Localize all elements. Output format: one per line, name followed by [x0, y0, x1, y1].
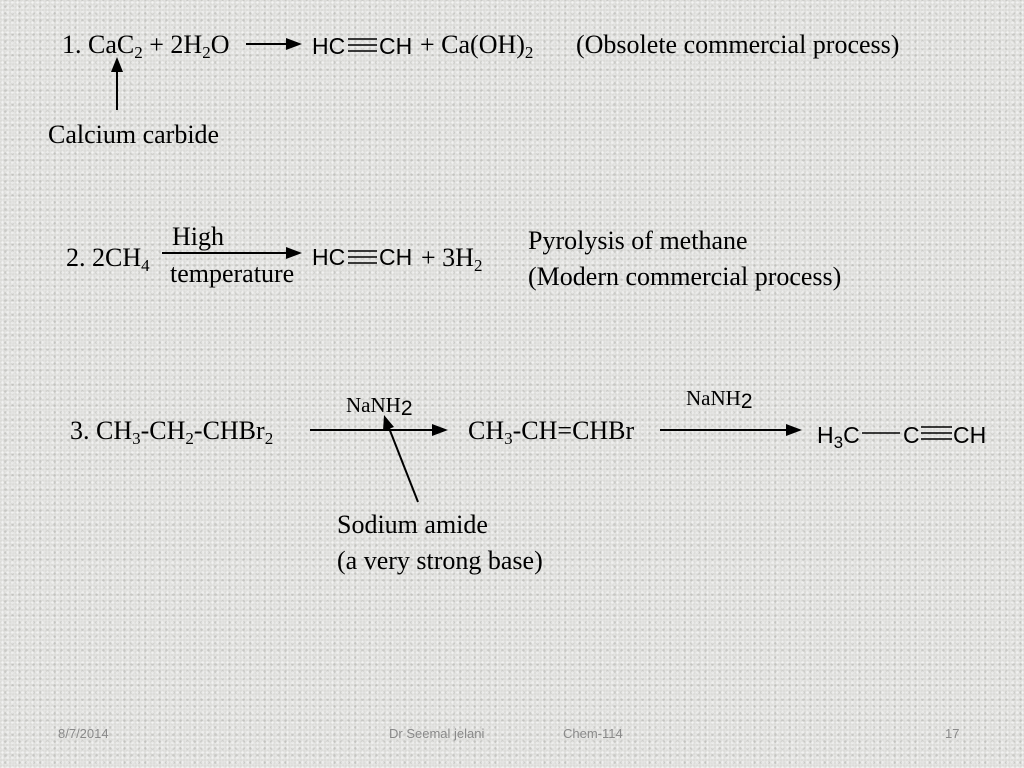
calcium-carbide-arrow: [111, 57, 123, 110]
reaction3-arrow2: [660, 424, 802, 436]
sodium-amide-arrow: [383, 415, 419, 503]
reaction1-product-ch: CH: [379, 33, 413, 59]
reaction2-product-ch: CH: [379, 244, 413, 270]
reaction2-arrow: [162, 247, 302, 259]
reaction2-condition-top: High: [172, 222, 224, 251]
reaction3-reagent2: NaNH2: [686, 386, 753, 413]
reaction3-product-h3c: H3C: [817, 422, 860, 452]
footer-page-number: 17: [945, 726, 960, 741]
reaction2-number: 2.: [66, 243, 86, 272]
reaction1-product-hc: HC: [312, 33, 346, 59]
reaction1-arrow: [246, 38, 302, 50]
reaction1-number: 1.: [62, 30, 82, 59]
reaction1-note: (Obsolete commercial process): [576, 30, 900, 59]
reaction2-note-line1: Pyrolysis of methane: [528, 226, 748, 255]
reaction1-reactant-b: + 2H: [149, 30, 203, 59]
reaction1-annotation: Calcium carbide: [48, 120, 220, 149]
footer-author: Dr Seemal jelani: [389, 726, 485, 741]
reaction3-number: 3.: [70, 416, 90, 445]
reaction2-reactant: 2. 2CH4: [66, 243, 150, 275]
reaction1-reactants: 1. CaC2 + 2H2O: [62, 30, 230, 62]
reaction1-byproduct: + Ca(OH)2: [420, 30, 534, 62]
reaction3-product-c: C: [903, 422, 920, 448]
reaction2-byproduct: + 3H2: [421, 243, 483, 275]
reaction3-reactant: 3. CH3-CH2-CHBr2: [70, 416, 274, 448]
reaction3-triple-bond: [921, 426, 952, 440]
reaction3-annotation-line1: Sodium amide: [337, 510, 488, 539]
reaction3-product-ch: CH: [953, 422, 987, 448]
reaction3-intermediate: CH3-CH=CHBr: [468, 416, 635, 448]
footer-date: 8/7/2014: [58, 726, 109, 741]
reaction2-product-hc: HC: [312, 244, 346, 270]
footer-course: Chem-114: [563, 726, 623, 741]
reaction3-arrow1: [310, 424, 448, 436]
reaction1-reactant-a: CaC: [88, 30, 135, 59]
reaction2-condition-bottom: temperature: [170, 259, 295, 288]
reaction3-annotation-line2: (a very strong base): [337, 546, 543, 575]
reaction2-note-line2: (Modern commercial process): [528, 262, 842, 291]
reaction3-reagent1: NaNH2: [346, 393, 413, 420]
reaction2-triple-bond: [348, 250, 377, 264]
reaction1-triple-bond: [348, 38, 377, 52]
